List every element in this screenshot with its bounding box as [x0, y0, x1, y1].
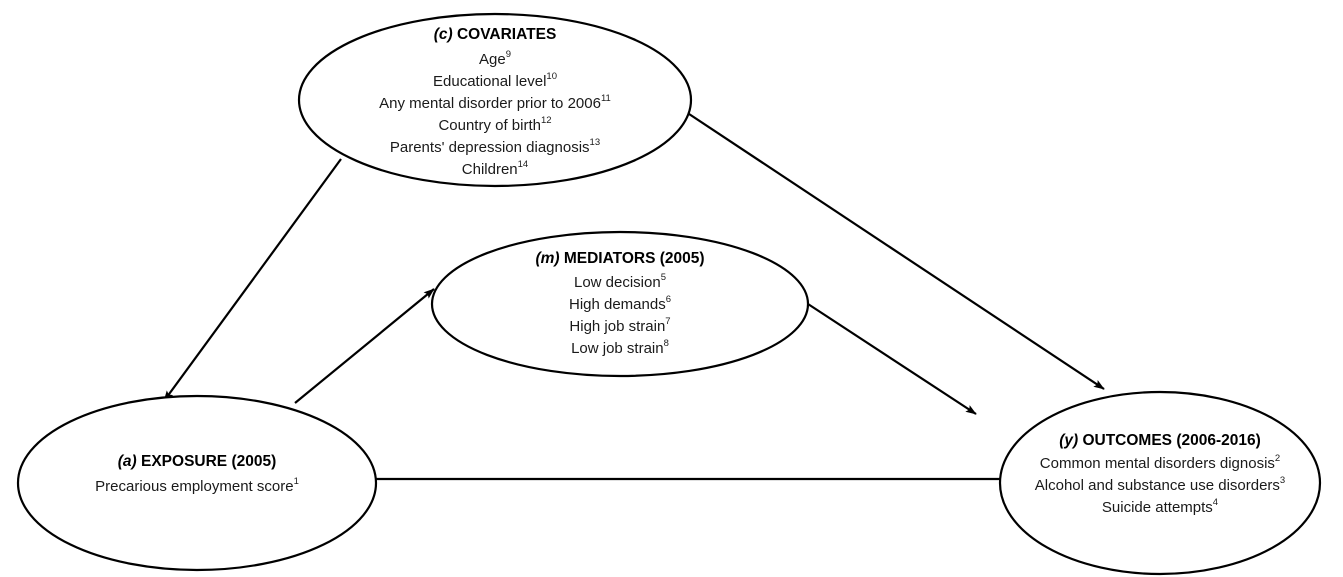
node-exposure[interactable]: (a) EXPOSURE (2005) Precarious employmen… — [16, 394, 378, 572]
node-outcomes[interactable]: (y) OUTCOMES (2006-2016) Common mental d… — [998, 390, 1322, 576]
exposure-title: (a) EXPOSURE (2005) — [118, 453, 277, 470]
exposure-ellipse — [16, 394, 378, 572]
mediators-item-1: High demands6 — [569, 294, 671, 313]
edge-covariates-to-exposure — [163, 158, 342, 402]
covariates-title: (c) COVARIATES — [434, 26, 557, 43]
mediators-title: (m) MEDIATORS (2005) — [535, 250, 704, 267]
outcomes-ellipse — [998, 390, 1322, 576]
covariates-item-1: Educational level10 — [433, 71, 557, 90]
outcomes-item-2: Suicide attempts4 — [1102, 497, 1218, 516]
covariates-item-4: Parents' depression diagnosis13 — [390, 137, 600, 156]
outcomes-title: (y) OUTCOMES (2006-2016) — [1059, 432, 1261, 449]
covariates-item-3: Country of birth12 — [438, 115, 551, 134]
node-mediators[interactable]: (m) MEDIATORS (2005) Low decision5 High … — [430, 230, 810, 378]
outcomes-item-1: Alcohol and substance use disorders3 — [1035, 475, 1285, 494]
covariates-item-0: Age9 — [479, 49, 511, 68]
mediators-item-3: Low job strain8 — [571, 338, 669, 357]
exposure-item-0: Precarious employment score1 — [95, 476, 299, 495]
mediators-item-2: High job strain7 — [569, 316, 670, 335]
outcomes-item-0: Common mental disorders dignosis2 — [1040, 453, 1280, 472]
mediators-ellipse — [430, 230, 810, 378]
covariates-item-5: Children14 — [462, 159, 528, 178]
covariates-ellipse — [297, 12, 693, 188]
edge-exposure-to-mediators — [294, 288, 435, 404]
node-covariates[interactable]: (c) COVARIATES Age9 Educational level10 … — [297, 12, 693, 188]
covariates-item-2: Any mental disorder prior to 200611 — [379, 93, 611, 112]
edge-mediators-to-outcomes — [807, 303, 977, 415]
mediators-item-0: Low decision5 — [574, 272, 666, 291]
edge-covariates-to-outcomes — [676, 105, 1105, 390]
